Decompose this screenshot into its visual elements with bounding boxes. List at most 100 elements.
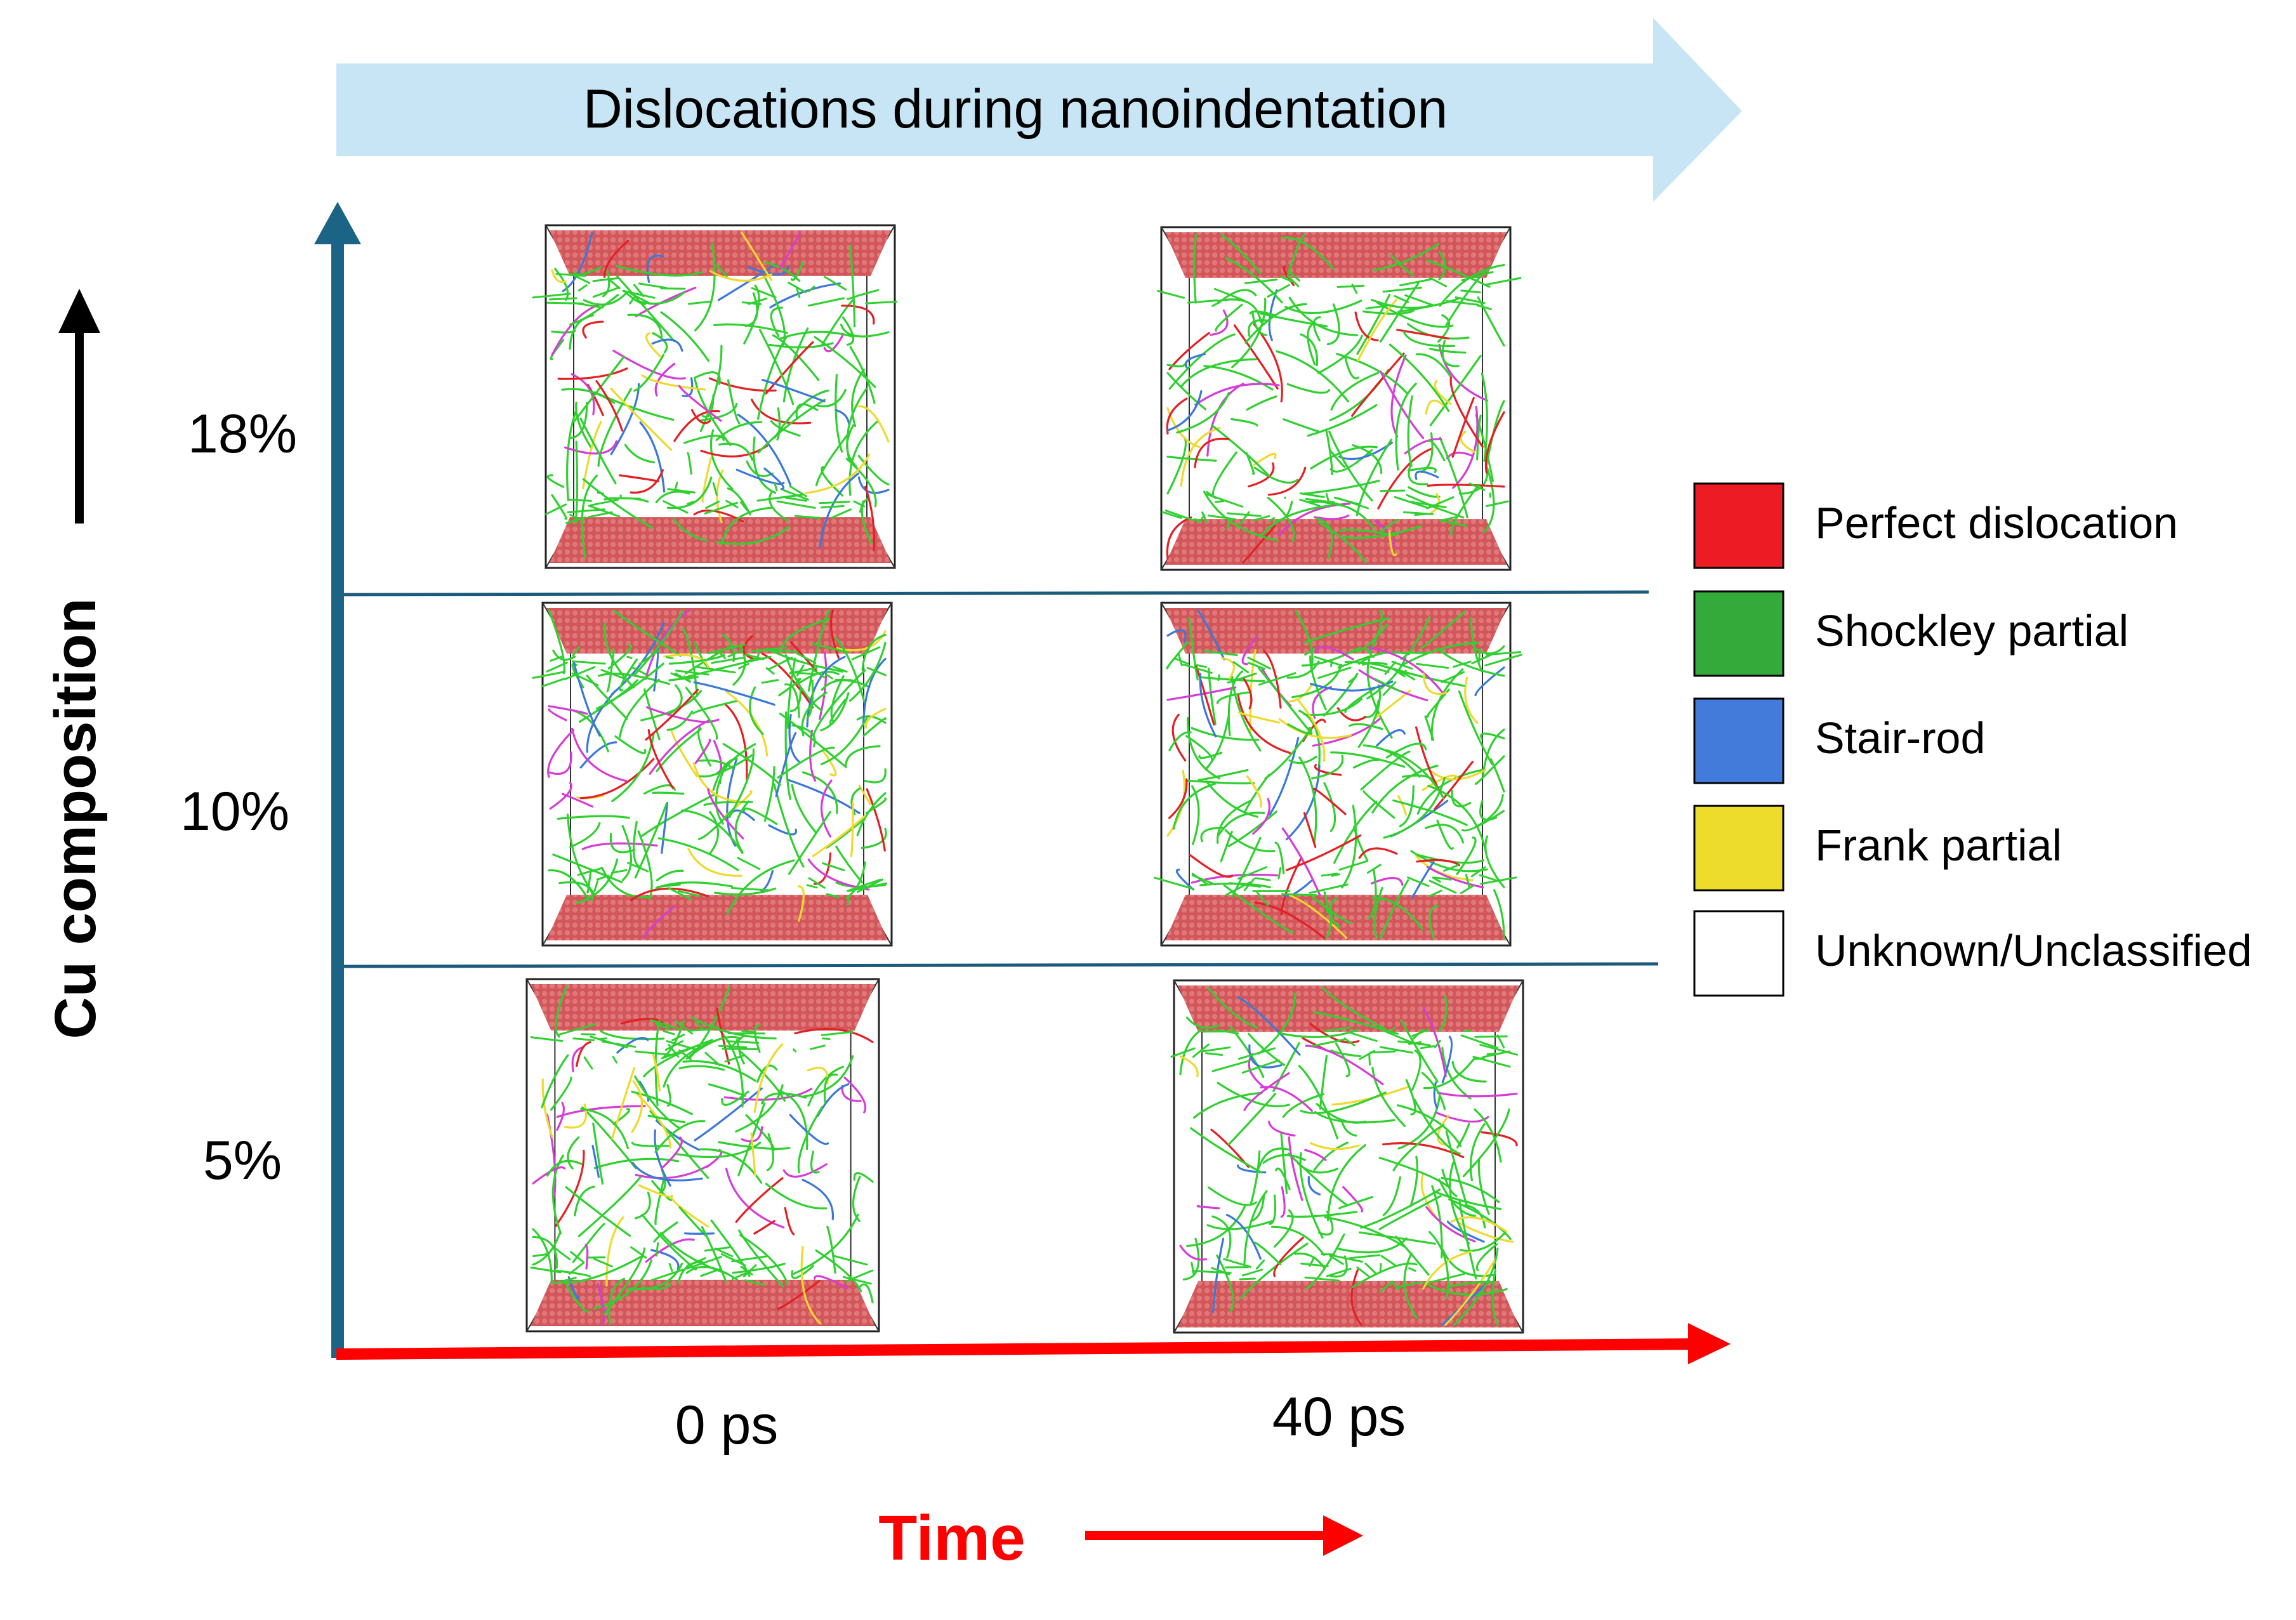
dislocation-line bbox=[789, 641, 817, 672]
dislocation-line bbox=[1480, 876, 1517, 885]
dislocation-line bbox=[1477, 1158, 1490, 1215]
dislocation-line bbox=[547, 728, 575, 778]
dislocation-line bbox=[1413, 1098, 1461, 1155]
dislocation-line bbox=[1380, 879, 1409, 939]
dislocation-line bbox=[1416, 662, 1449, 669]
dislocation-line bbox=[775, 732, 797, 798]
dislocation-line bbox=[1461, 810, 1505, 832]
dislocation-line bbox=[553, 1247, 571, 1261]
dislocation-line bbox=[751, 287, 777, 299]
dislocation-line bbox=[1310, 680, 1394, 692]
dislocation-line bbox=[744, 1279, 765, 1286]
dislocation-line bbox=[1232, 661, 1249, 673]
dislocation-line bbox=[1382, 1142, 1465, 1159]
dislocation-line bbox=[582, 320, 604, 339]
dislocation-line bbox=[808, 877, 826, 889]
dislocation-line bbox=[1392, 1123, 1445, 1171]
dislocation-line bbox=[1291, 663, 1343, 699]
dislocation-line bbox=[1247, 656, 1271, 669]
dislocation-line bbox=[675, 672, 691, 683]
dislocation-line bbox=[623, 289, 647, 305]
dislocation-line bbox=[782, 1163, 828, 1178]
dislocation-line bbox=[546, 474, 565, 488]
dislocation-line bbox=[1316, 1103, 1367, 1124]
dislocation-line bbox=[1339, 529, 1397, 537]
dislocation-line bbox=[532, 671, 566, 679]
dislocation-line bbox=[1396, 329, 1449, 339]
dislocation-line bbox=[1399, 785, 1415, 827]
dislocation-line bbox=[847, 895, 850, 905]
dislocation-line bbox=[1369, 666, 1390, 673]
time-axis-label: Time bbox=[878, 1503, 1026, 1574]
dislocation-line bbox=[605, 1216, 624, 1287]
dislocation-line bbox=[666, 710, 694, 731]
dislocation-line bbox=[626, 1262, 683, 1291]
dislocation-line bbox=[1216, 691, 1250, 704]
dislocation-line bbox=[1406, 650, 1429, 654]
dislocation-line bbox=[705, 501, 720, 510]
legend-item-unknown: Unknown/Unclassified bbox=[1693, 910, 2252, 997]
dislocation-line bbox=[750, 1132, 756, 1176]
dislocation-line bbox=[726, 1040, 760, 1044]
legend-label: Perfect dislocation bbox=[1815, 498, 2178, 548]
dislocation-line bbox=[1333, 800, 1378, 864]
dislocation-line bbox=[1303, 617, 1390, 643]
dislocation-line bbox=[791, 724, 816, 747]
dislocation-line bbox=[600, 1030, 665, 1041]
dislocation-line bbox=[685, 1036, 742, 1060]
dislocation-line bbox=[1280, 1186, 1286, 1218]
dislocation-line bbox=[802, 771, 838, 815]
dislocation-line bbox=[745, 657, 760, 663]
dislocation-line bbox=[1486, 500, 1509, 507]
snapshot-panel bbox=[1153, 602, 1522, 947]
dislocation-line bbox=[830, 609, 840, 659]
dislocation-line bbox=[1211, 1267, 1230, 1275]
dislocation-line bbox=[1217, 1029, 1239, 1035]
dislocation-line bbox=[778, 232, 801, 270]
dislocation-line bbox=[1400, 669, 1407, 676]
dislocation-line bbox=[651, 338, 683, 352]
dislocation-line bbox=[1304, 1149, 1327, 1161]
dislocation-line bbox=[622, 290, 656, 299]
dislocation-line bbox=[1464, 676, 1479, 724]
legend-label: Stair-rod bbox=[1815, 713, 1985, 763]
dislocation-line bbox=[1478, 649, 1481, 662]
dislocation-line bbox=[737, 857, 761, 870]
dislocation-line bbox=[763, 766, 775, 822]
dislocation-line bbox=[1283, 266, 1295, 286]
dislocation-line bbox=[1420, 1172, 1437, 1219]
dislocation-line bbox=[1206, 1220, 1274, 1230]
dislocation-line bbox=[1223, 1258, 1251, 1268]
dislocation-line bbox=[788, 282, 807, 294]
dislocation-line bbox=[862, 717, 887, 737]
dislocation-line bbox=[571, 1046, 585, 1072]
dislocation-line bbox=[746, 460, 774, 477]
dislocation-line bbox=[1279, 275, 1295, 284]
dislocation-line bbox=[1296, 698, 1326, 762]
dislocation-line bbox=[668, 1263, 673, 1272]
dislocation-line bbox=[1194, 383, 1280, 406]
dislocation-line bbox=[1326, 303, 1340, 346]
dislocation-line bbox=[1362, 661, 1388, 666]
dislocation-line bbox=[600, 1037, 607, 1040]
dislocation-line bbox=[1328, 897, 1341, 928]
dislocation-line bbox=[579, 418, 617, 485]
dislocation-line bbox=[1166, 629, 1187, 643]
dislocation-line bbox=[654, 1020, 661, 1107]
dislocation-line bbox=[696, 666, 736, 674]
atom-slab-texture bbox=[550, 517, 891, 563]
time-direction-shaft bbox=[1085, 1531, 1333, 1540]
dislocation-line bbox=[1203, 365, 1274, 391]
dislocation-line bbox=[1443, 864, 1459, 872]
dislocation-line bbox=[1366, 659, 1393, 739]
dislocation-line bbox=[1368, 868, 1377, 920]
dislocation-line bbox=[699, 345, 723, 432]
snapshot-panel bbox=[1157, 226, 1522, 571]
dislocation-line bbox=[1470, 617, 1483, 673]
dislocation-line bbox=[1414, 513, 1428, 517]
dislocation-line bbox=[627, 313, 663, 338]
dislocation-line bbox=[1451, 397, 1475, 458]
dislocation-line bbox=[1441, 1047, 1472, 1100]
dislocation-line bbox=[1469, 1123, 1486, 1182]
dislocation-line bbox=[563, 1279, 590, 1313]
